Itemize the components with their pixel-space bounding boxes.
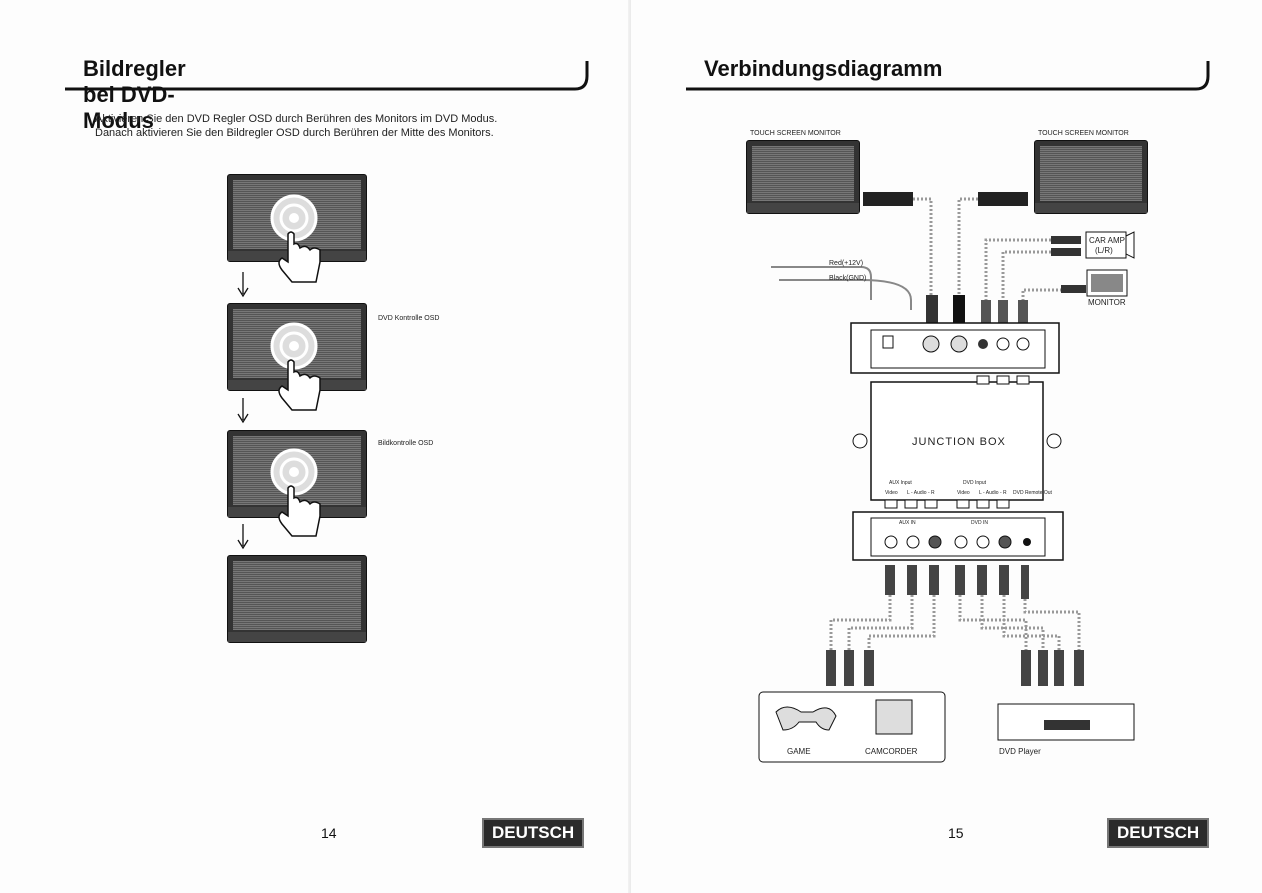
monitor-label: MONITOR xyxy=(1088,298,1126,307)
rear-label-audio: L - Audio - R xyxy=(979,490,1007,496)
title-underline xyxy=(65,61,589,91)
touch-hand-icon xyxy=(270,448,321,537)
rear-label-video: Video xyxy=(885,490,898,496)
red-wire-label: Red(+12V) xyxy=(829,260,864,267)
car-amp-lr-label: (L/R) xyxy=(1095,246,1113,255)
dvd-in-label: DVD IN xyxy=(971,520,988,526)
dvd-input-label: DVD Input xyxy=(963,480,987,486)
caption-bild-osd: Bildkontrolle OSD xyxy=(378,440,434,447)
monitor-right-label: TOUCH SCREEN MONITOR xyxy=(1038,130,1129,137)
connection-wiring xyxy=(758,192,1135,763)
page-number: 15 xyxy=(948,825,964,841)
page-number: 14 xyxy=(321,825,337,841)
arrow-down-icon xyxy=(236,524,250,557)
caption-dvd-osd: DVD Kontrolle OSD xyxy=(378,315,440,322)
touch-hand-icon xyxy=(270,194,321,283)
rear-label-dvd-remote: DVD Remote Out xyxy=(1013,490,1052,496)
page-title: Bildregler bei DVD-Modus xyxy=(83,56,186,133)
game-label: GAME xyxy=(787,747,811,756)
dvd-player-label: DVD Player xyxy=(999,747,1041,756)
touch-hand-icon xyxy=(270,322,321,411)
arrow-down-icon xyxy=(236,272,250,305)
monitor-left-label: TOUCH SCREEN MONITOR xyxy=(750,130,841,137)
page-title: Verbindungsdiagramm xyxy=(704,56,943,81)
black-wire-label: Black(GND) xyxy=(829,275,867,282)
title-underline xyxy=(686,61,1210,91)
touch-monitor-right xyxy=(1034,140,1148,214)
aux-in-label: AUX IN xyxy=(899,520,916,526)
touch-monitor-left xyxy=(746,140,860,214)
intro-text: Aktivieren Sie den DVD Regler OSD durch … xyxy=(95,113,498,139)
aux-input-label: AUX Input xyxy=(889,480,912,486)
language-badge: DEUTSCH xyxy=(1107,818,1210,848)
left-page: Bildregler bei DVD-Modus Aktivieren Sie … xyxy=(65,56,589,848)
right-page: Verbindungsdiagramm TOUCH SCREEN MONITOR… xyxy=(631,0,1262,893)
language-badge: DEUTSCH xyxy=(482,818,585,848)
camcorder-label: CAMCORDER xyxy=(865,747,918,756)
rear-label-video: Video xyxy=(957,490,970,496)
rear-label-audio: L - Audio - R xyxy=(907,490,935,496)
car-amp-label: CAR AMP xyxy=(1089,236,1126,245)
junction-box-label: JUNCTION BOX xyxy=(912,436,1006,448)
monitor-step-4 xyxy=(227,555,367,643)
arrow-down-icon xyxy=(236,398,250,431)
